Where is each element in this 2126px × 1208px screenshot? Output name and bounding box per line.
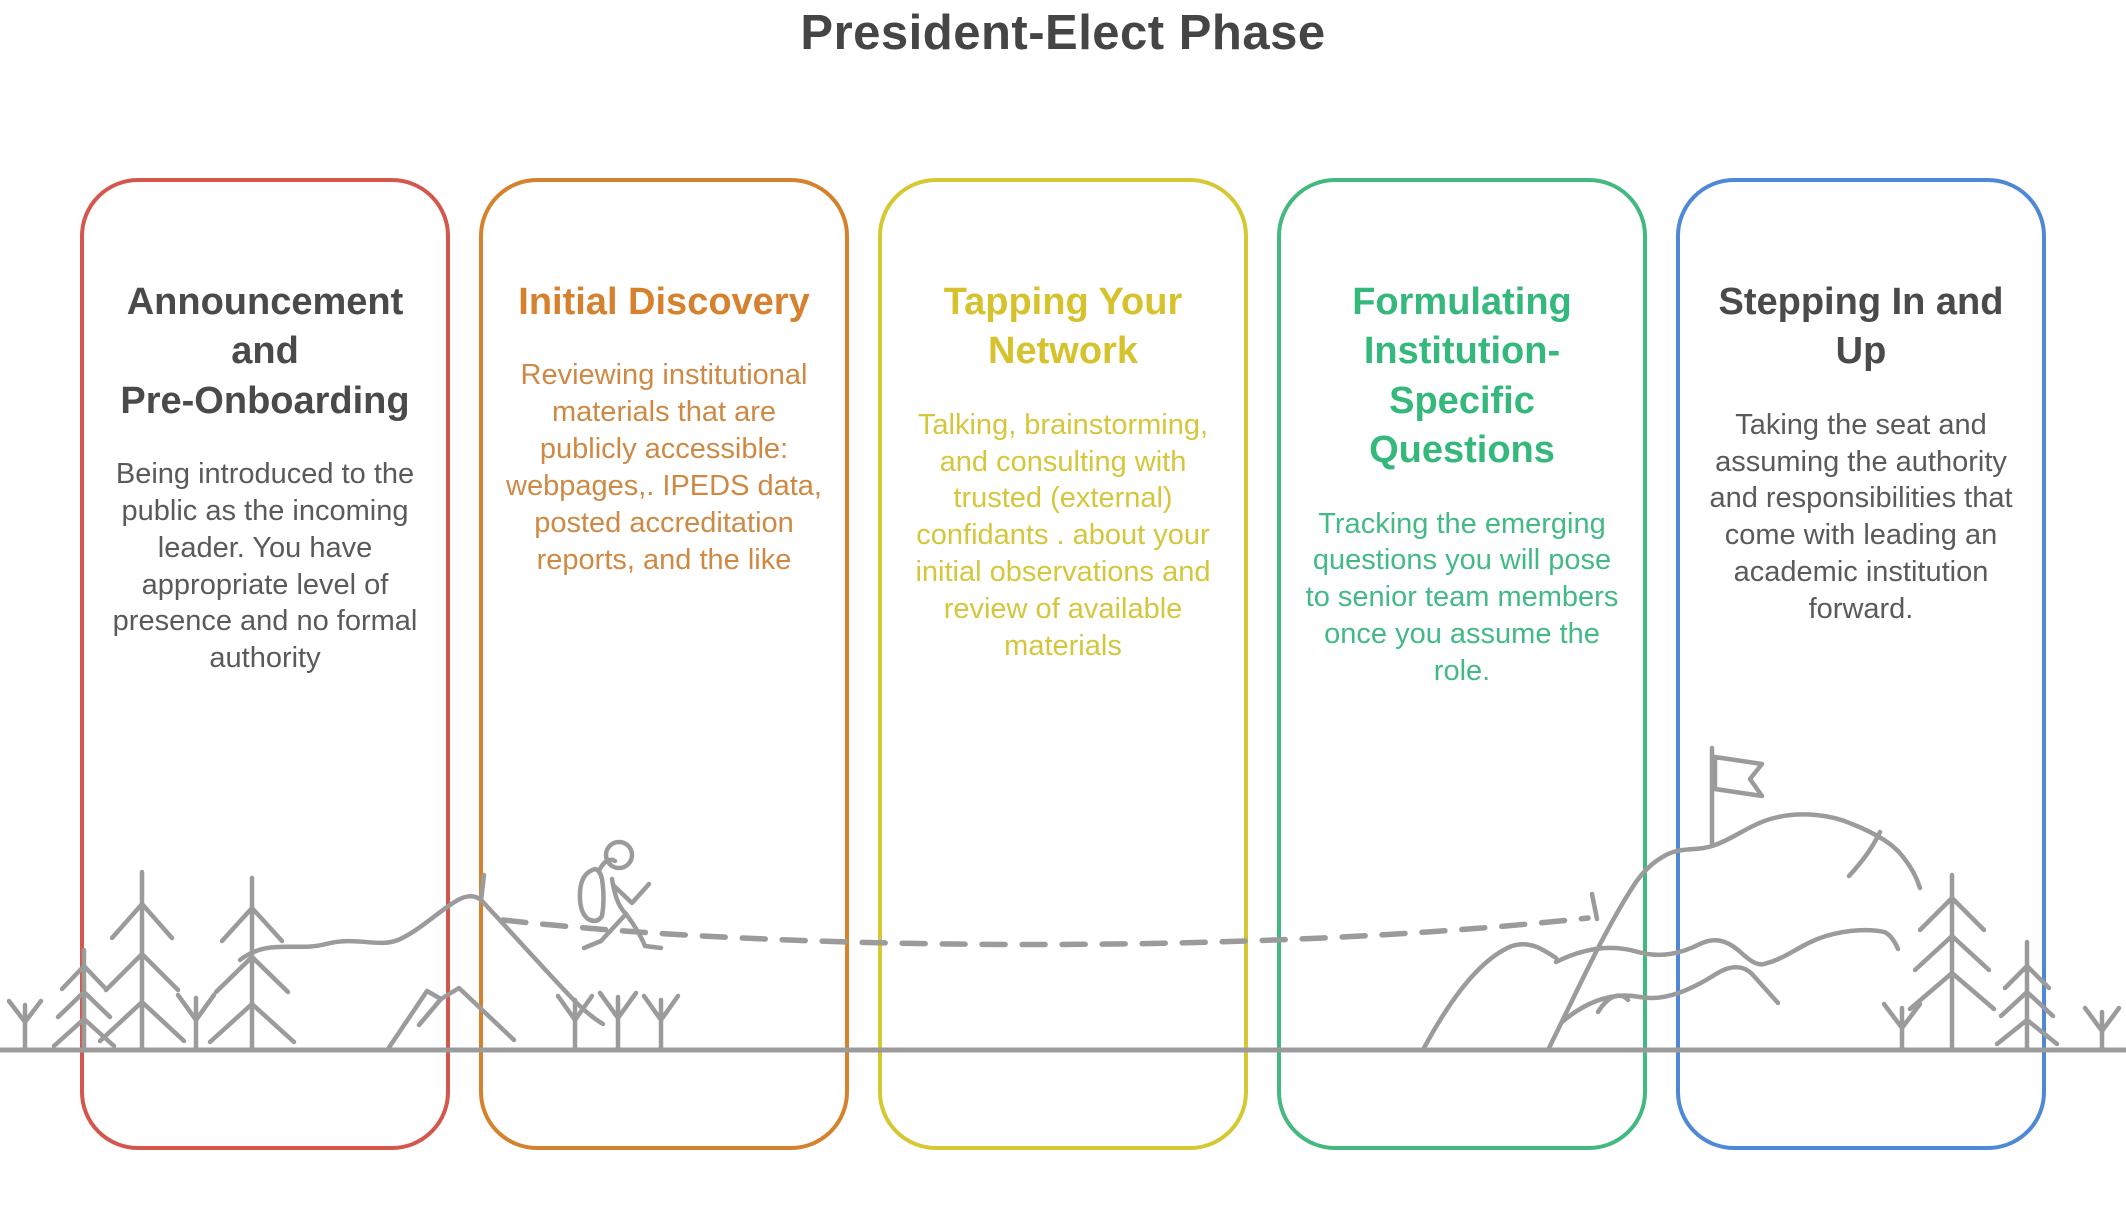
card-body: Reviewing institutional materials that a… xyxy=(506,359,822,576)
phase-card-tapping-your-network: Tapping Your Network Talking, brainstorm… xyxy=(878,178,1248,1150)
page-title: President-Elect Phase xyxy=(800,6,1326,60)
shrub-icon xyxy=(6,998,44,1053)
card-body: Tracking the emerging questions you will… xyxy=(1305,507,1619,687)
card-body: Talking, brainstorming, and consulting w… xyxy=(915,408,1211,662)
phase-card-formulating-questions: Formulating Institution- Specific Questi… xyxy=(1277,178,1647,1150)
card-body: Being introduced to the public as the in… xyxy=(112,458,418,675)
card-body: Taking the seat and assuming the authori… xyxy=(1709,408,2013,625)
card-heading: Announcement and Pre-Onboarding xyxy=(120,281,410,422)
card-heading: Initial Discovery xyxy=(518,281,810,323)
card-heading: Stepping In and Up xyxy=(1718,281,2004,373)
phase-card-initial-discovery: Initial Discovery Reviewing institutiona… xyxy=(479,178,849,1150)
card-heading: Formulating Institution- Specific Questi… xyxy=(1352,281,1572,472)
card-heading: Tapping Your Network xyxy=(943,281,1183,373)
phase-cards-row: Announcement and Pre-Onboarding Being in… xyxy=(80,178,2046,1150)
phase-card-stepping-in-and-up: Stepping In and Up Taking the seat and a… xyxy=(1676,178,2046,1150)
phase-card-announcement-and-pre-onboarding: Announcement and Pre-Onboarding Being in… xyxy=(80,178,450,1150)
shrub-icon xyxy=(2082,1005,2122,1053)
